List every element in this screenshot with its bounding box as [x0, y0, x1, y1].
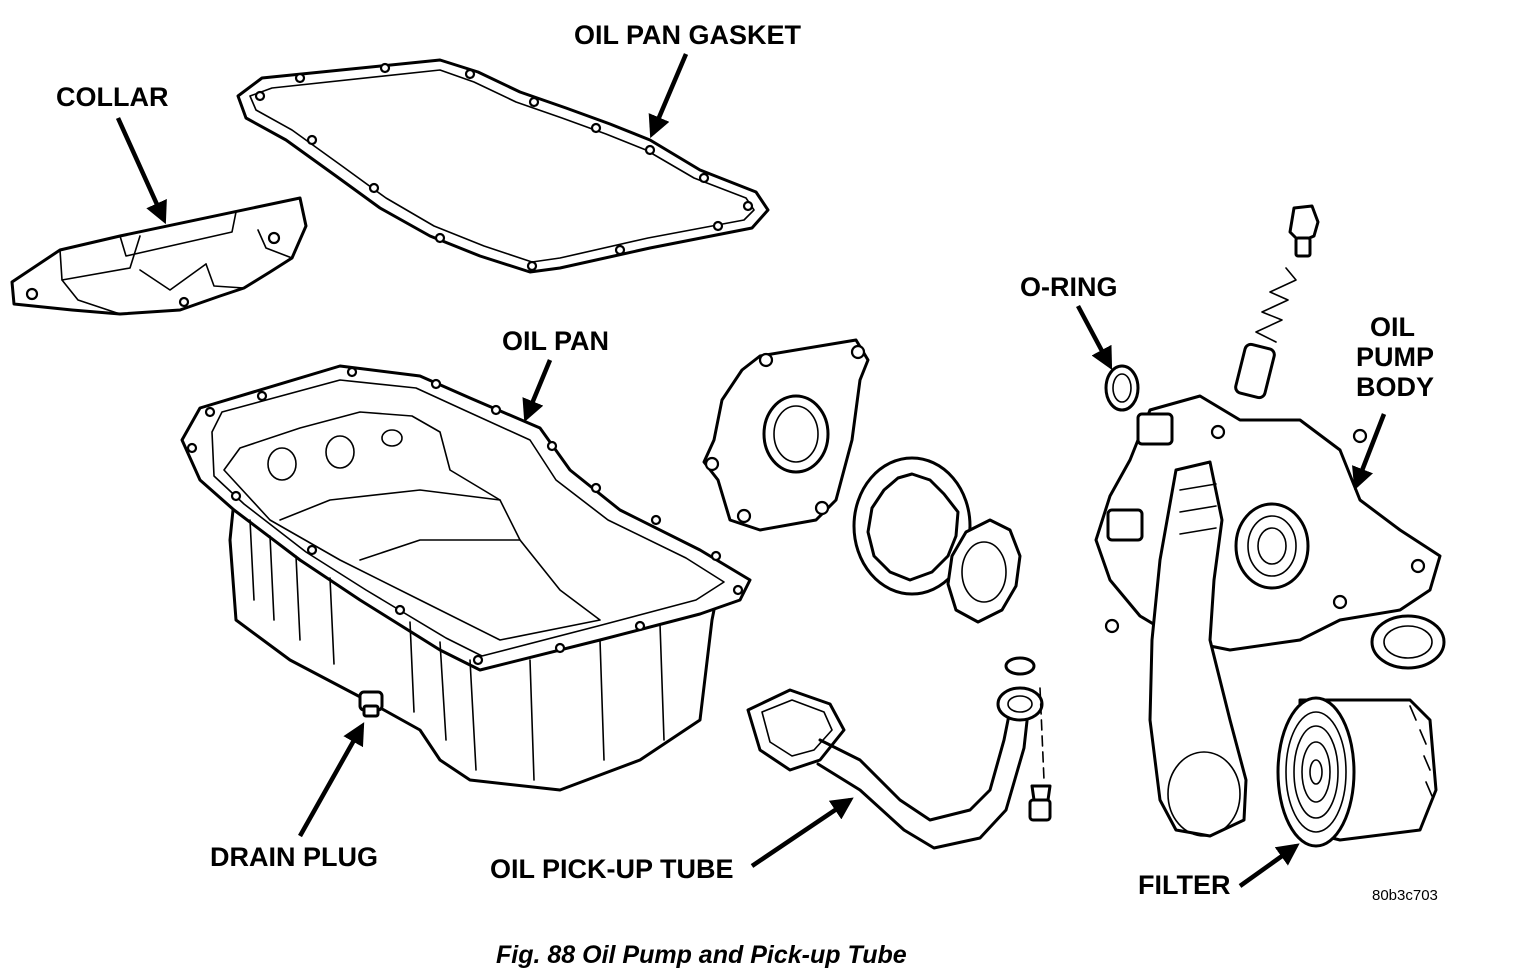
inner-rotor [946, 518, 1022, 624]
label-oil-pump-body-line2: PUMP [1356, 342, 1434, 372]
label-collar: COLLAR [56, 82, 168, 112]
oil-pickup-tube [746, 656, 1052, 850]
label-oil-pickup-tube: OIL PICK-UP TUBE [490, 854, 734, 884]
arrow-o-ring [1076, 304, 1113, 370]
label-filter: FILTER [1138, 870, 1230, 900]
collar [10, 196, 308, 316]
relief-valve-assembly [1234, 204, 1320, 400]
arrow-oil-pan [522, 359, 553, 423]
oil-pump-body [1094, 394, 1442, 838]
figure-caption: Fig. 88 Oil Pump and Pick-up Tube [496, 941, 907, 969]
o-ring [1104, 364, 1140, 412]
label-drain-plug: DRAIN PLUG [210, 842, 378, 872]
label-oil-pump-body-line3: BODY [1356, 372, 1434, 402]
arrow-collar [115, 117, 167, 225]
label-oil-pan: OIL PAN [502, 326, 609, 356]
oil-pump-cover-plate [702, 338, 870, 532]
oil-pan-gasket [236, 58, 770, 274]
label-o-ring: O-RING [1020, 272, 1118, 302]
arrow-drain-plug [298, 722, 365, 838]
arrow-filter [1238, 843, 1300, 888]
arrow-oil-pump-body [1352, 413, 1387, 491]
drain-plug [358, 690, 384, 718]
oil-pan [180, 364, 752, 792]
crankshaft-seal [1370, 614, 1446, 670]
arrow-oil-pickup-tube [750, 797, 854, 868]
arrow-oil-pan-gasket [648, 53, 689, 139]
oil-filter [1276, 696, 1438, 848]
figure-code: 80b3c703 [1372, 887, 1438, 904]
callout-arrows [115, 53, 1387, 888]
outer-rotor [852, 456, 972, 596]
label-oil-pan-gasket: OIL PAN GASKET [574, 20, 802, 50]
label-oil-pump-body-line1: OIL [1370, 312, 1415, 342]
